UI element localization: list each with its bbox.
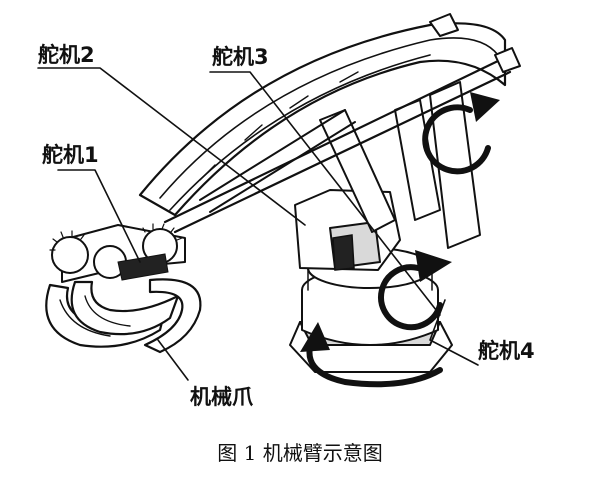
label-servo3: 舵机3 [212, 45, 269, 69]
forearm-rods [163, 47, 521, 234]
gripper-assembly [45, 223, 202, 354]
arm-tower [294, 81, 481, 271]
label-servo1: 舵机1 [42, 143, 99, 167]
figure-caption: 图 1 机械臂示意图 [217, 441, 382, 465]
upper-arm [138, 13, 507, 217]
rotation-arrow-servo4-upper [378, 250, 452, 331]
rotation-arrow-servo3 [422, 92, 500, 175]
rotation-arrow-base [300, 322, 443, 388]
label-servo4: 舵机4 [478, 339, 535, 363]
label-servo2: 舵机2 [38, 43, 95, 67]
leader-lines [37, 67, 479, 381]
label-gripper: 机械爪 [190, 385, 254, 409]
